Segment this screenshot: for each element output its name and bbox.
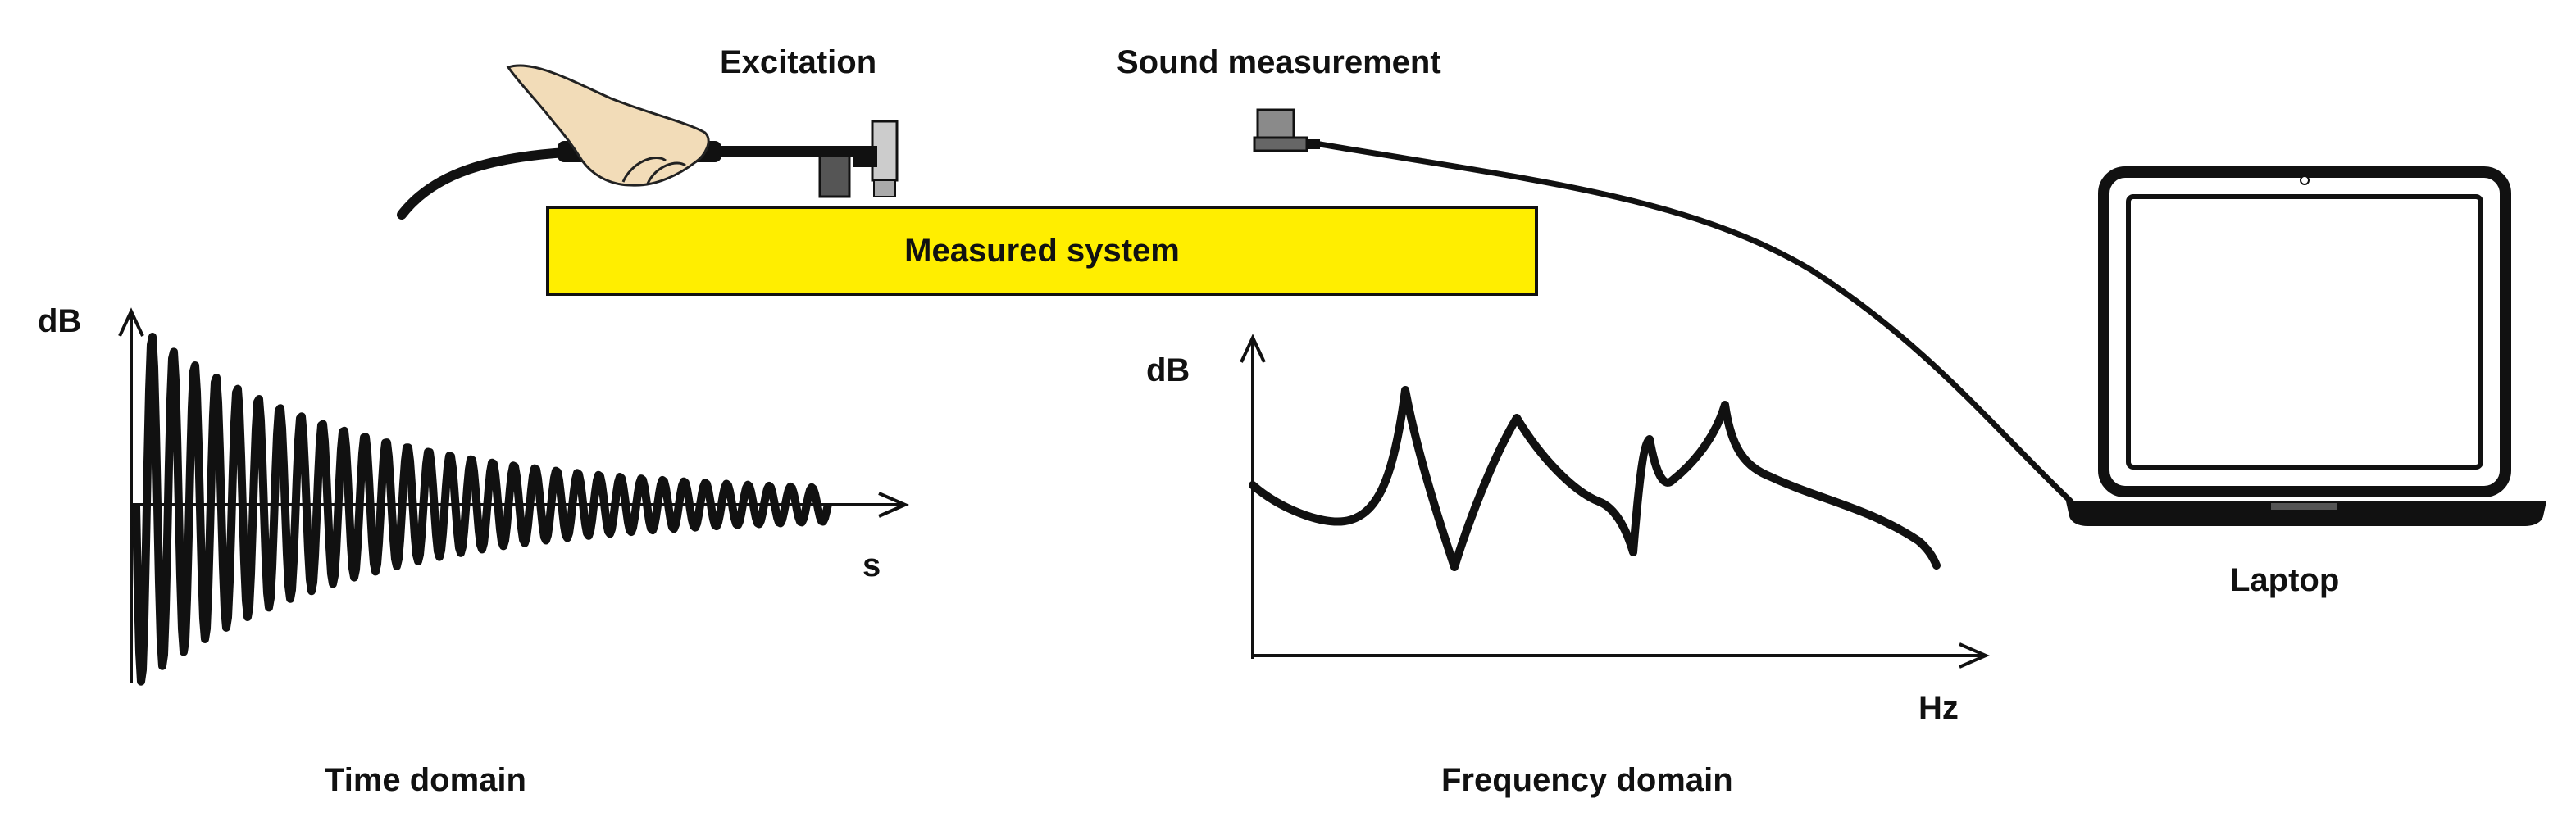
sensor-cable [1317, 141, 2074, 505]
frequency-domain-y-axis-label: dB [1146, 352, 1190, 388]
frequency-domain-caption: Frequency domain [1441, 762, 1733, 798]
sound-measurement-label: Sound measurement [1117, 44, 1441, 80]
time-domain-y-axis-label: dB [38, 303, 82, 339]
microphone-sensor-icon [1253, 108, 1320, 152]
measured-system-box: Measured system [546, 206, 1538, 296]
excitation-label: Excitation [720, 44, 877, 80]
time-domain-caption: Time domain [325, 762, 526, 798]
frequency-response-curve [1249, 386, 1941, 571]
measured-system-label: Measured system [904, 232, 1180, 269]
laptop-label: Laptop [2230, 562, 2340, 598]
hand-hammer-icon [397, 64, 899, 220]
time-domain-x-axis-label: s [862, 547, 881, 583]
laptop-icon [2066, 166, 2546, 526]
frequency-domain-axes [1240, 334, 1990, 669]
time-domain-decay-signal [132, 333, 832, 686]
frequency-domain-x-axis-label: Hz [1918, 690, 1959, 726]
